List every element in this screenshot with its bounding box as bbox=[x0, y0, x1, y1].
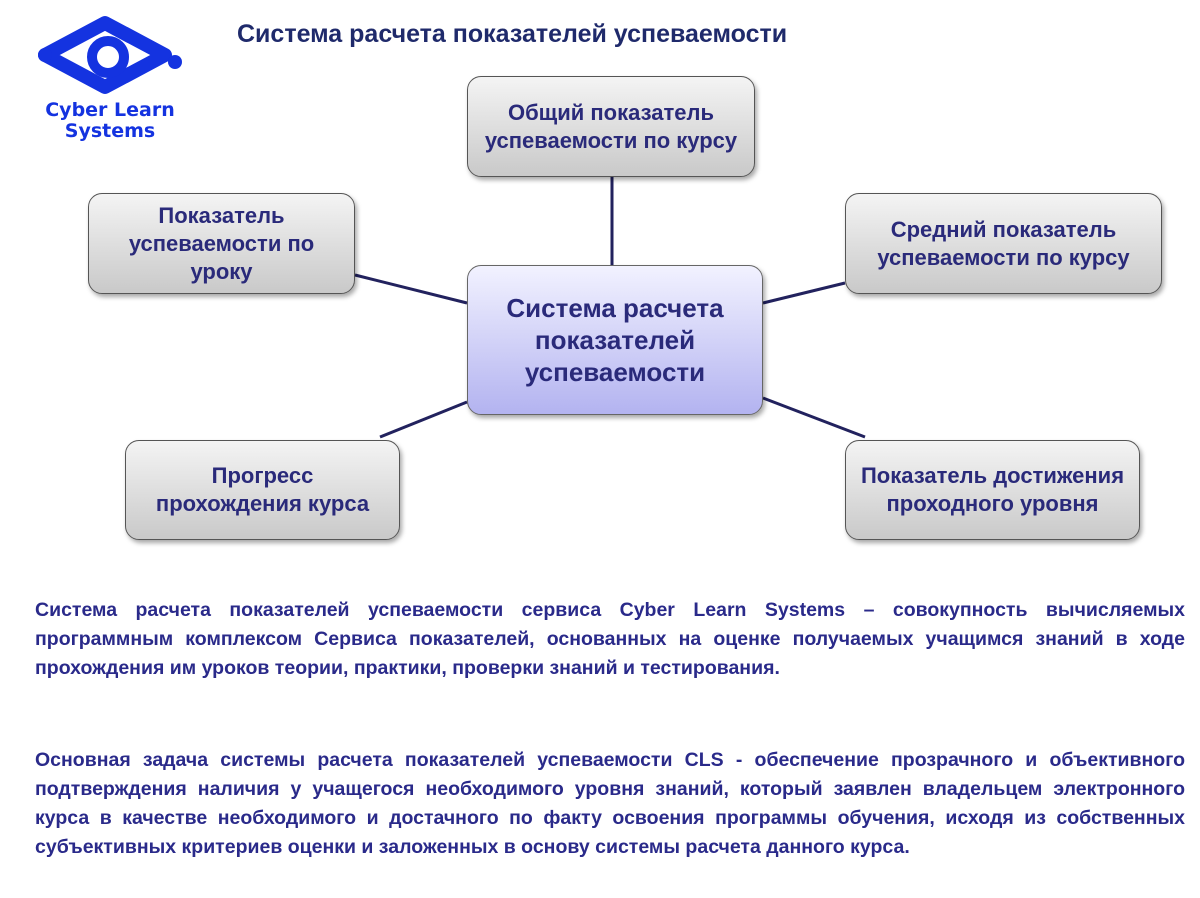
node-lesson: Показатель успеваемости по уроку bbox=[88, 193, 355, 294]
connector-left bbox=[354, 273, 468, 305]
node-pass-level: Показатель достижения проходного уровня bbox=[845, 440, 1140, 540]
node-overall-course: Общий показатель успеваемости по курсу bbox=[467, 76, 755, 177]
node-center: Система расчета показателей успеваемости bbox=[467, 265, 763, 415]
paragraph-task: Основная задача системы расчета показате… bbox=[35, 749, 1185, 858]
connector-bottom-left bbox=[379, 400, 468, 439]
node-average-course: Средний показатель успеваемости по курсу bbox=[845, 193, 1162, 294]
eye-logo-icon bbox=[38, 16, 182, 94]
logo-line2: Systems bbox=[64, 120, 156, 142]
connector-bottom-right bbox=[762, 396, 866, 439]
logo-line1: Cyber Learn bbox=[45, 99, 175, 121]
paragraph-definition: Система расчета показателей успеваемости… bbox=[35, 599, 1185, 679]
page-title: Система расчета показателей успеваемости bbox=[237, 20, 788, 48]
node-progress: Прогресс прохождения курса bbox=[125, 440, 400, 540]
connector-right bbox=[762, 281, 846, 305]
